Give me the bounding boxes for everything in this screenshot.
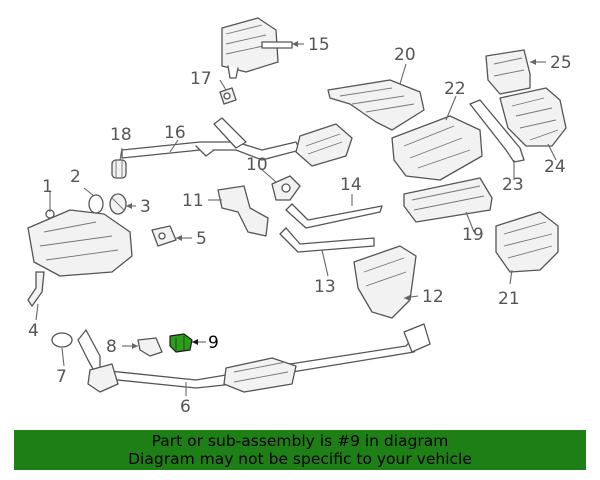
callout-3: 3	[140, 197, 151, 217]
callout-17: 17	[190, 69, 212, 89]
banner-line-part: Part or sub-assembly is #9 in diagram	[151, 432, 449, 450]
callout-16: 16	[164, 123, 186, 143]
part-16-intermediate-pipe[interactable]	[121, 117, 353, 167]
part-4-bracket[interactable]	[27, 271, 45, 307]
part-14-pipe[interactable]	[285, 203, 383, 229]
callout-20: 20	[394, 45, 416, 65]
callout-22: 22	[444, 79, 466, 99]
part-19-heat-shield[interactable]	[403, 177, 493, 223]
part-15-muffler[interactable]	[221, 17, 293, 79]
part-21-heat-shield[interactable]	[495, 211, 559, 273]
part-6-front-pipe[interactable]	[77, 323, 431, 393]
callout-23: 23	[502, 175, 524, 195]
callout-6: 6	[180, 397, 191, 417]
callout-21: 21	[498, 289, 520, 309]
part-23-bracket[interactable]	[469, 99, 525, 163]
part-5-bracket[interactable]	[151, 225, 177, 247]
callout-19: 19	[462, 225, 484, 245]
leader-lines	[35, 43, 557, 396]
callout-18: 18	[110, 125, 132, 145]
leader-arrowheads	[126, 41, 536, 349]
callout-2: 2	[70, 167, 81, 187]
part-3-clamp[interactable]	[109, 193, 127, 215]
callout-25: 25	[550, 53, 572, 73]
part-20-heat-shield[interactable]	[327, 79, 425, 131]
callout-11: 11	[182, 191, 204, 211]
parts-diagram: 1 2 3 4 5 6 7 8 9 10 11 12 13 14 15 16 1…	[27, 17, 572, 417]
part-13-pipe[interactable]	[279, 227, 375, 253]
part-25-shield-plate[interactable]	[485, 49, 531, 95]
callout-labels: 1 2 3 4 5 6 7 8 9 10 11 12 13 14 15 16 1…	[28, 35, 572, 417]
part-22-heat-shield[interactable]	[391, 115, 483, 181]
callout-10: 10	[246, 155, 268, 175]
part-12-heat-shield[interactable]	[353, 245, 417, 319]
part-8-bracket[interactable]	[137, 337, 163, 357]
part-11-bracket[interactable]	[217, 185, 269, 237]
callout-14: 14	[340, 175, 362, 195]
part-7-gasket[interactable]	[51, 332, 73, 348]
callout-1: 1	[42, 177, 53, 197]
part-10-sensor[interactable]	[271, 175, 301, 201]
callout-13: 13	[314, 277, 336, 297]
info-banner: Part or sub-assembly is #9 in diagram Di…	[14, 430, 586, 470]
part-24-heat-shield[interactable]	[499, 87, 567, 147]
part-17-hanger[interactable]	[219, 87, 237, 105]
callout-4: 4	[28, 321, 39, 341]
part-2-gasket[interactable]	[88, 194, 104, 214]
banner-line-disclaimer: Diagram may not be specific to your vehi…	[128, 450, 472, 468]
callout-8: 8	[106, 337, 117, 357]
part-18-clamp[interactable]	[111, 159, 127, 179]
callout-12: 12	[422, 287, 444, 307]
callout-15: 15	[308, 35, 330, 55]
callout-5: 5	[196, 229, 207, 249]
callout-7: 7	[56, 367, 67, 387]
callout-24: 24	[544, 157, 566, 177]
part-1-catalytic-converter[interactable]	[27, 209, 133, 277]
part-9-hanger-isolator[interactable]	[169, 333, 193, 353]
callout-9: 9	[208, 333, 219, 353]
